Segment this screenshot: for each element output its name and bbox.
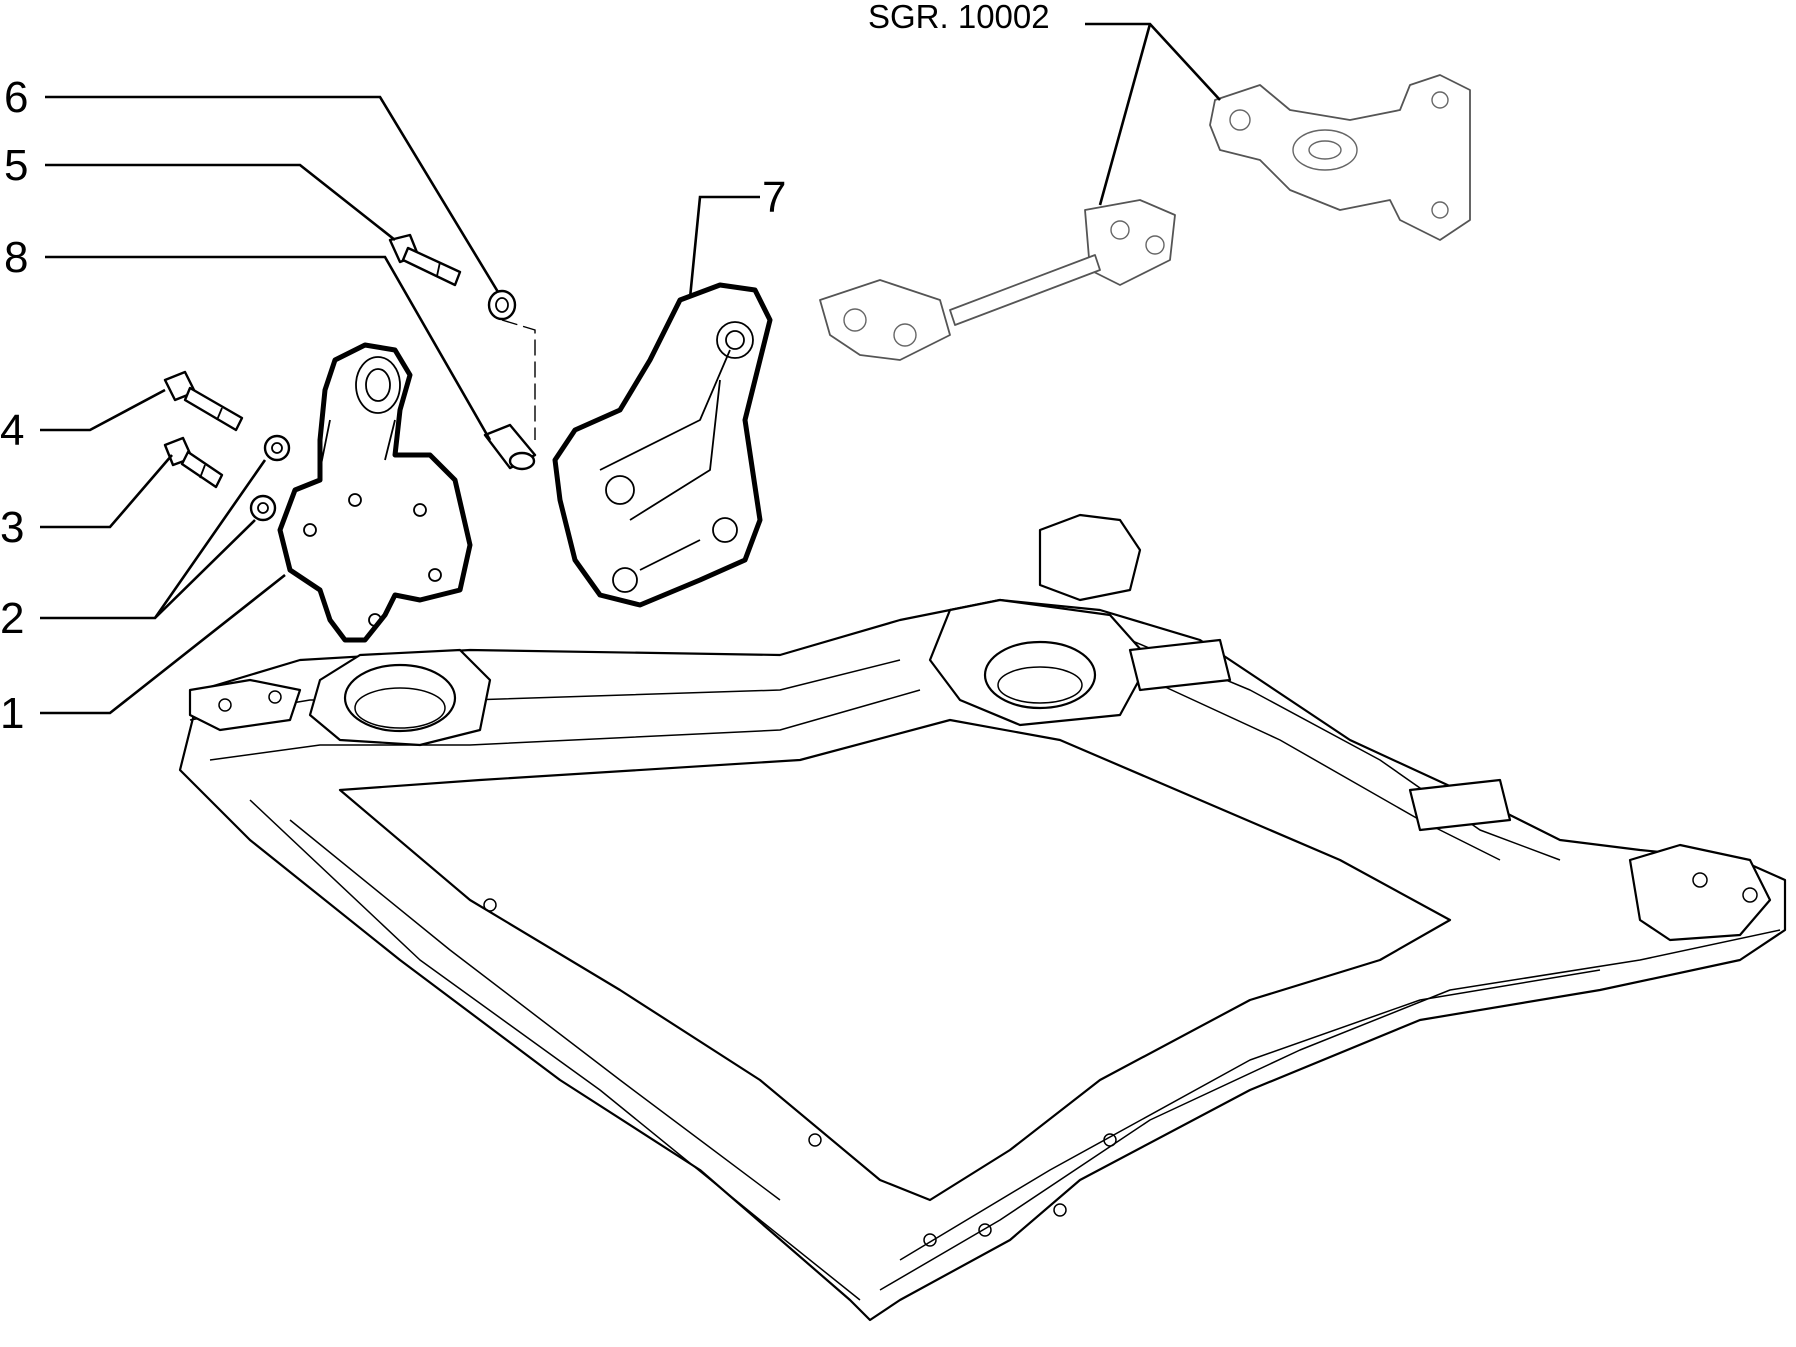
- bolt-part-4: [163, 370, 244, 432]
- spacer-part-8: [483, 423, 537, 471]
- reference-assembly: [819, 74, 1471, 361]
- bracket-part-7: [552, 282, 773, 608]
- mount-part-1: [277, 342, 473, 643]
- callout-3: 3: [0, 503, 24, 552]
- bolt-part-3: [163, 436, 224, 489]
- reference-label: SGR. 10002: [868, 0, 1050, 35]
- washer-part-2: [249, 434, 291, 522]
- nut-part-6: [487, 289, 517, 321]
- callout-8: 8: [4, 233, 28, 282]
- callout-1: 1: [0, 689, 24, 738]
- leader-lines: [40, 22, 1221, 715]
- callout-4: 4: [0, 406, 24, 455]
- callout-2: 2: [0, 594, 24, 643]
- callout-6: 6: [4, 73, 28, 122]
- callout-5: 5: [4, 141, 28, 190]
- subframe: [178, 513, 1787, 1322]
- callout-7: 7: [762, 173, 786, 222]
- bolt-part-5: [388, 233, 462, 287]
